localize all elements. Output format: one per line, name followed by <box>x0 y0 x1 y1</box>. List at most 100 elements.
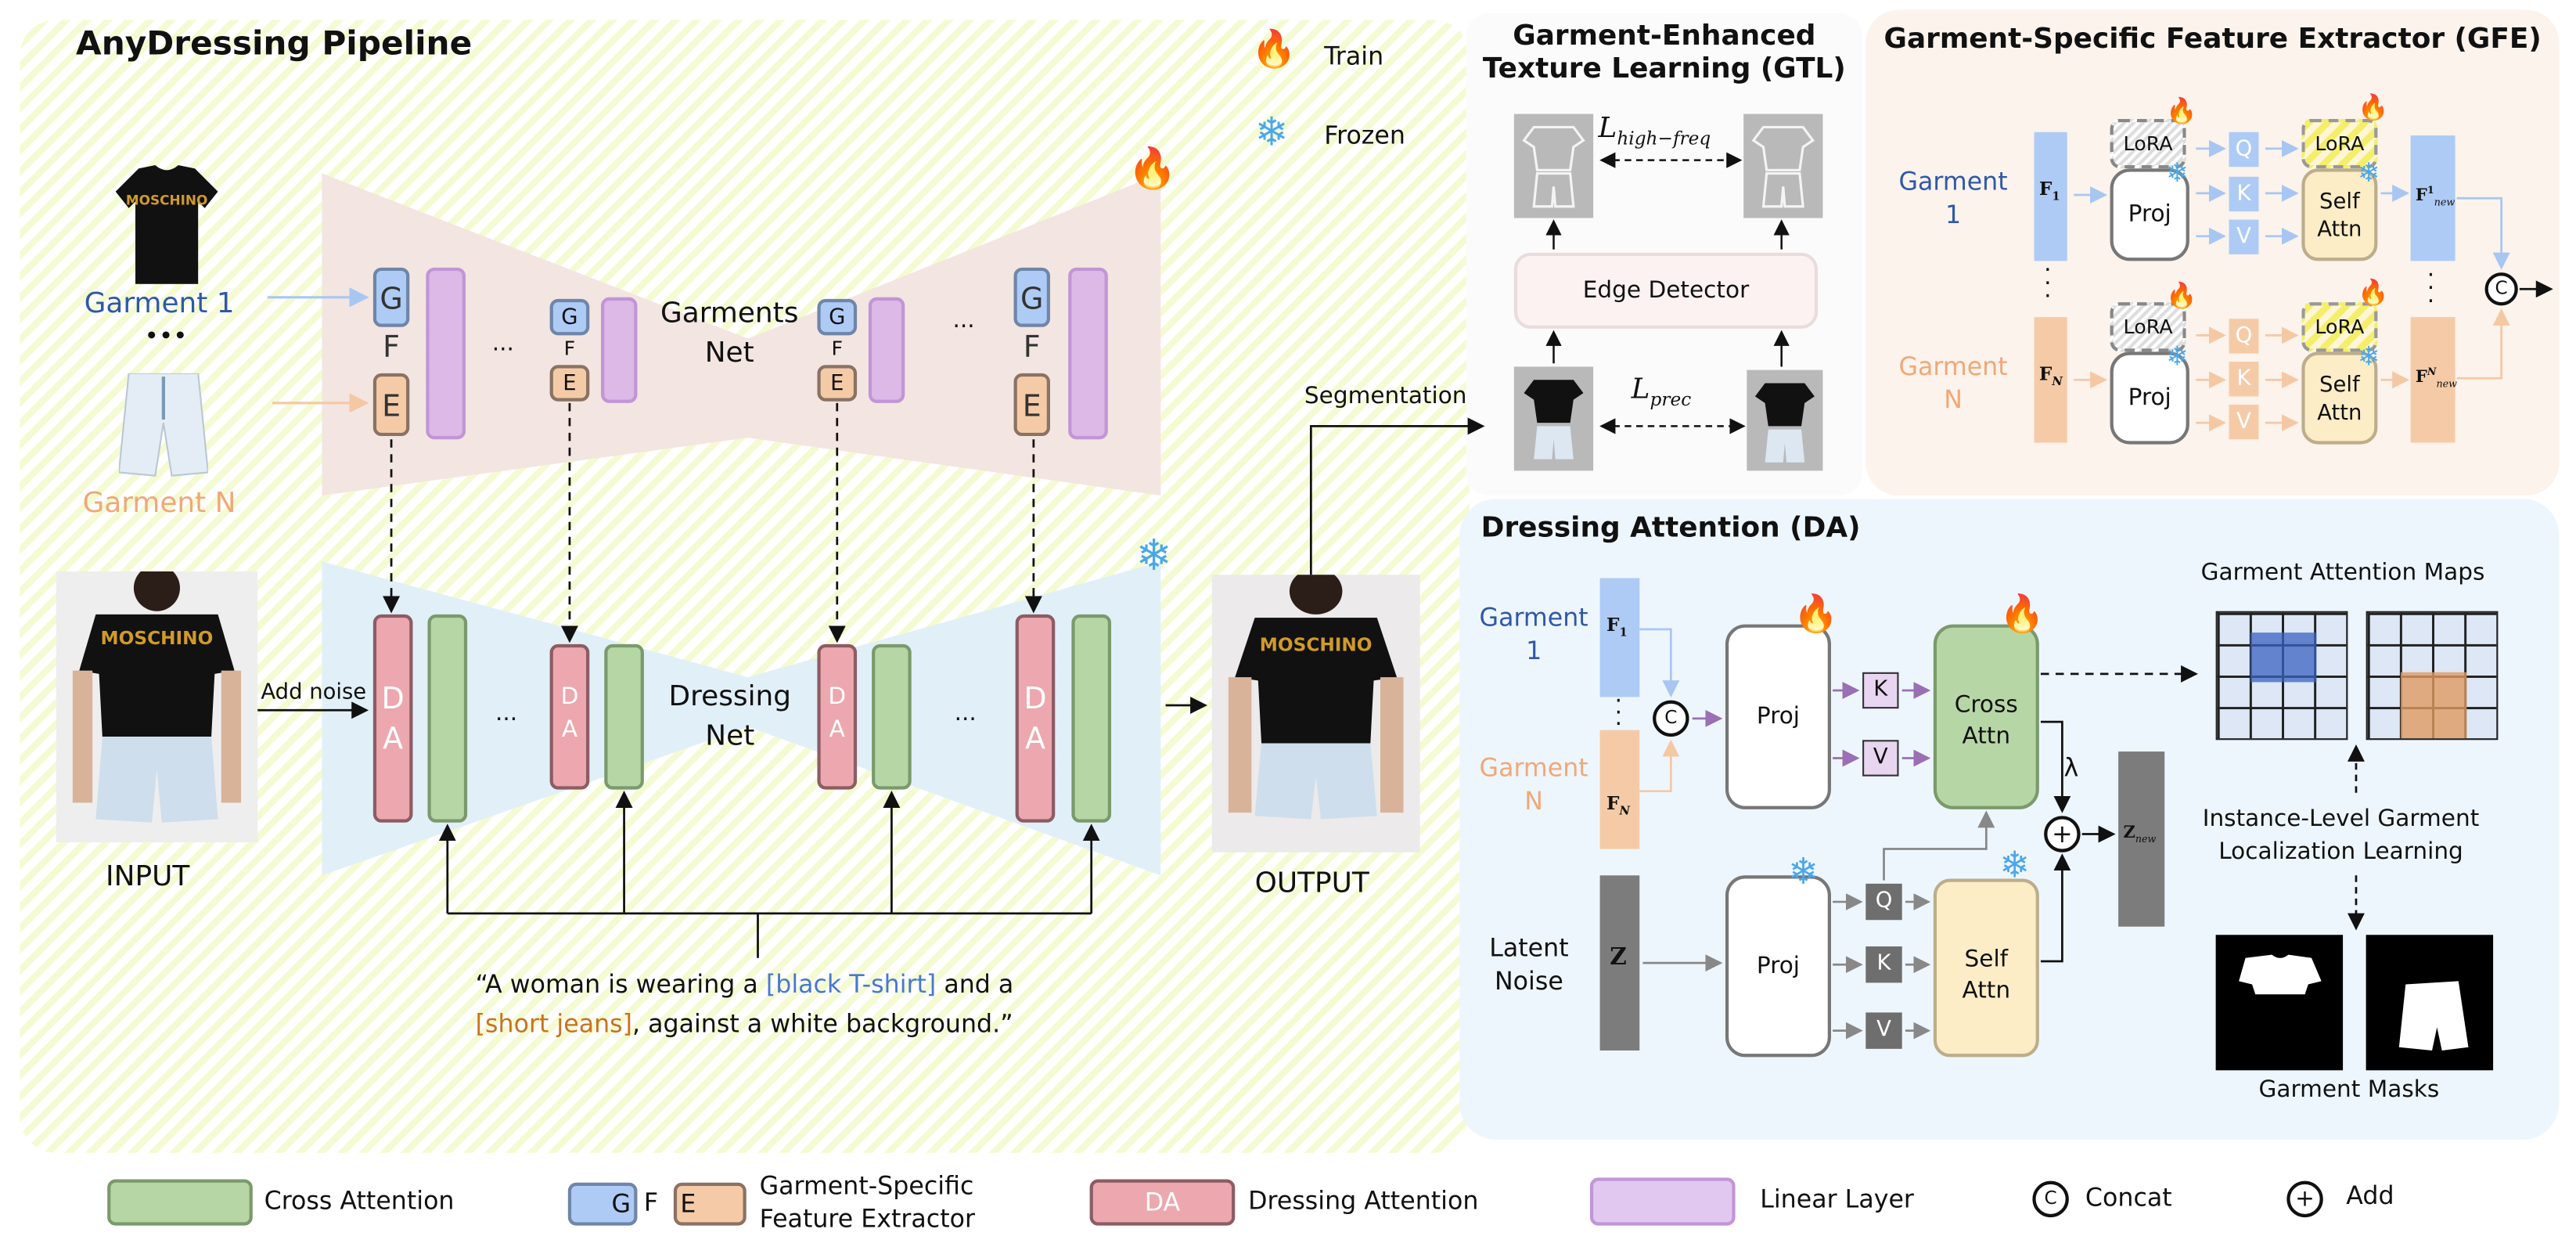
pipeline-title: AnyDressing Pipeline <box>76 23 473 63</box>
input-label: INPUT <box>106 860 190 894</box>
linear-layer-block <box>426 267 466 440</box>
gfe-g-block: G <box>1013 267 1050 327</box>
da-z-feature: Z <box>1599 875 1640 1051</box>
gfe-proj-lora: LoRA <box>2110 302 2186 352</box>
garment-n-label: Garment N <box>82 487 236 521</box>
output-image: MOSCHINO <box>1211 568 1420 852</box>
garment-1-image: MOSCHINO <box>115 164 218 284</box>
cross-attention-block <box>872 643 912 790</box>
gfe-g-block: G <box>372 267 410 327</box>
flame-icon: 🔥 <box>1128 145 1178 192</box>
attention-map-shorts <box>2366 611 2499 741</box>
flame-icon: 🔥 <box>1251 29 1297 71</box>
legend-cross-attention-label: Cross Attention <box>264 1185 455 1216</box>
da-v-garment: V <box>1862 740 1899 777</box>
legend-add-label: Add <box>2346 1180 2394 1211</box>
legend-linear-layer-label: Linear Layer <box>1760 1184 1914 1214</box>
frozen-label: Frozen <box>1324 121 1405 151</box>
vertical-ellipsis: ··· <box>1614 688 1622 739</box>
legend-concat-label: Concat <box>2085 1182 2172 1213</box>
flame-icon: 🔥 <box>2166 280 2197 311</box>
gfe-proj-block: Proj <box>2110 351 2189 445</box>
linear-layer-block <box>601 297 638 403</box>
linear-layer-block <box>868 297 905 403</box>
snowflake-icon: ❄ <box>2358 157 2380 189</box>
cross-attention-block <box>427 614 468 823</box>
da-v-latent: V <box>1865 1012 1902 1049</box>
text-prompt: “A woman is wearing a [black T-shirt] an… <box>475 969 1014 1040</box>
attention-map-tshirt <box>2215 611 2348 741</box>
gfe-k: K <box>2229 176 2259 212</box>
garment-1-label: Garment 1 <box>84 287 235 321</box>
legend-cross-attention-swatch <box>107 1179 253 1226</box>
svg-text:MOSCHINO: MOSCHINO <box>1260 634 1373 655</box>
gfe-k: K <box>2229 362 2259 397</box>
flame-icon: 🔥 <box>2358 92 2389 123</box>
legend-dressing-attention-label: Dressing Attention <box>1248 1185 1479 1216</box>
vertical-ellipsis: ··· <box>2044 258 2052 311</box>
mask-shorts <box>2366 935 2494 1071</box>
snowflake-icon: ❄ <box>2358 340 2380 372</box>
gfe-attn-lora: LoRA <box>2301 302 2378 352</box>
ellipsis: ... <box>954 700 977 727</box>
gfe-f-block: F <box>563 337 576 360</box>
input-image: MOSCHINO <box>56 564 258 843</box>
cross-attention-block <box>604 643 644 790</box>
svg-text:MOSCHINO: MOSCHINO <box>101 628 214 649</box>
ellipsis: ... <box>495 700 518 727</box>
garment-1-logo: MOSCHINO <box>126 193 207 208</box>
prompt-garment-1: [black T-shirt] <box>765 969 937 1000</box>
da-title: Dressing Attention (DA) <box>1480 512 1861 546</box>
da-latent-proj: Proj <box>1725 875 1831 1058</box>
da-garment-proj: Proj <box>1725 624 1831 809</box>
da-k-latent: K <box>1865 946 1902 983</box>
snowflake-icon: ❄ <box>1788 852 1819 894</box>
gfe-fnewn-feature: FNnew <box>2410 317 2457 443</box>
gfe-v: V <box>2229 219 2259 254</box>
da-q-latent: Q <box>1865 883 1902 921</box>
flame-icon: 🔥 <box>1793 594 1839 636</box>
gfe-v: V <box>2229 404 2259 440</box>
da-k-garment: K <box>1862 672 1899 709</box>
snowflake-icon: ❄ <box>1254 109 1289 156</box>
gfe-f-block: F <box>383 330 400 366</box>
edge-image-target <box>1743 114 1823 218</box>
gfe-q: Q <box>2229 132 2259 168</box>
garment-n-image <box>117 372 210 479</box>
vertical-ellipsis: ··· <box>2427 262 2435 316</box>
gfe-g-block: G <box>817 298 858 336</box>
da-f1-feature: F1 <box>1599 578 1640 697</box>
gfe-e-block: E <box>372 373 410 437</box>
snowflake-icon: ❄ <box>1135 532 1172 582</box>
flame-icon: 🔥 <box>2166 96 2197 126</box>
gfe-g-block: G <box>549 298 590 336</box>
linear-layer-block <box>1068 267 1108 440</box>
gfe-e-block: E <box>549 365 590 402</box>
segmentation-label: Segmentation <box>1304 383 1467 410</box>
ellipsis: ... <box>952 307 975 334</box>
gfe-q: Q <box>2229 319 2259 354</box>
snowflake-icon: ❄ <box>2166 157 2189 189</box>
gfe-f-block: F <box>1023 330 1041 366</box>
cross-attention-block <box>1071 614 1112 823</box>
attention-maps-title: Garment Attention Maps <box>2200 560 2485 587</box>
train-label: Train <box>1324 41 1384 71</box>
snowflake-icon: ❄ <box>2166 340 2189 372</box>
legend-da-swatch: DA <box>1089 1179 1236 1226</box>
ellipsis: ... <box>491 330 514 357</box>
da-znew-feature: Znew <box>2118 751 2165 927</box>
